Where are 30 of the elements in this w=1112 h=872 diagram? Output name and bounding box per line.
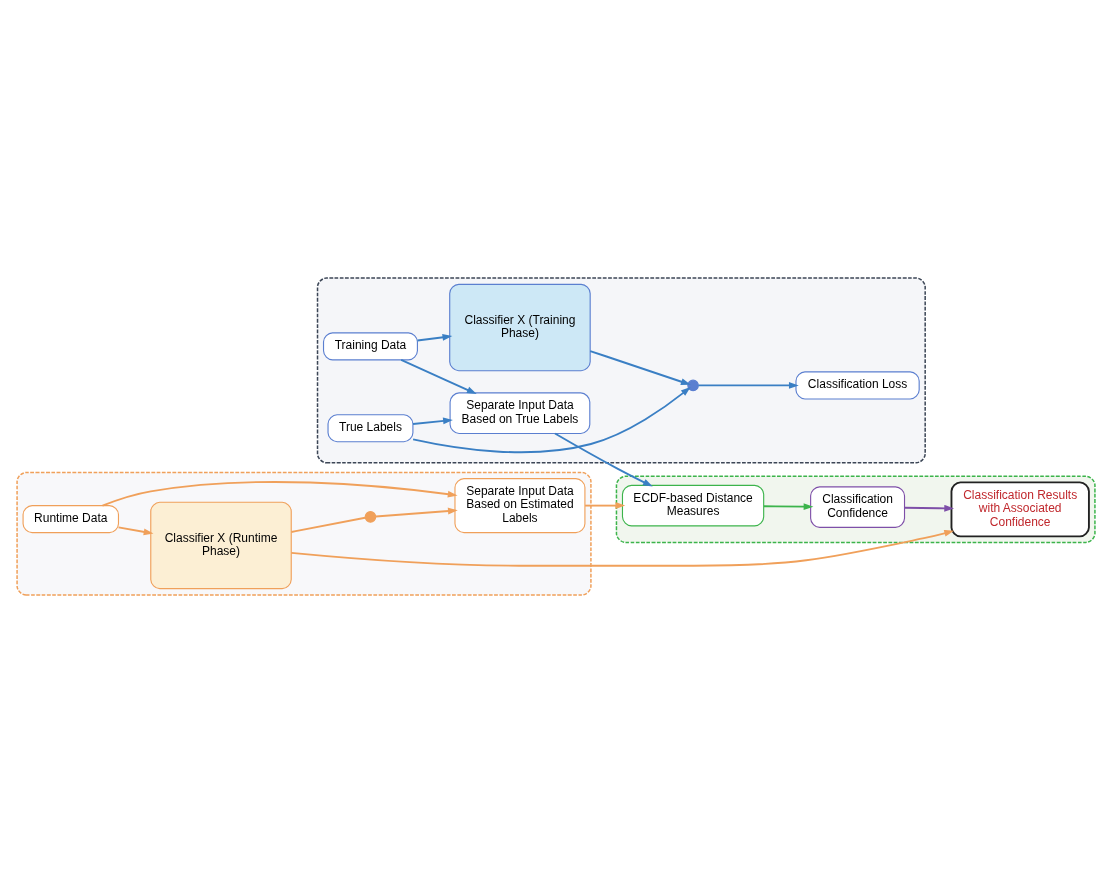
arrow (400, 358, 477, 394)
arrow (101, 480, 458, 506)
node-box: Separate Input Data Based on True Labels (449, 391, 591, 434)
arrow (762, 502, 814, 510)
node-circle (364, 510, 377, 523)
connector (290, 516, 367, 533)
node-box: Classification Confidence (810, 485, 906, 528)
node-box: Classifier X (Runtime Phase) (150, 501, 292, 589)
arrow (584, 501, 626, 509)
arrow (117, 526, 154, 535)
arrow (374, 507, 458, 517)
arrow (554, 432, 653, 487)
node-box: Classification Loss (795, 370, 920, 399)
node-box: Training Data (322, 331, 418, 360)
arrow (290, 529, 955, 567)
arrow (903, 504, 955, 512)
node-box: ECDF-based Distance Measures (621, 484, 765, 526)
node-circle (687, 379, 699, 391)
node-box: True Labels (327, 413, 414, 442)
node-box: Classification Results with Associated Confidence (950, 480, 1090, 537)
cluster (16, 471, 592, 596)
arrow (412, 386, 691, 453)
arrow (697, 381, 799, 389)
node-box: Separate Input Data Based on Estimated Labels (454, 477, 586, 533)
arrow (589, 349, 691, 385)
cluster (316, 276, 926, 464)
node-box: Classifier X (Training Phase) (449, 283, 591, 371)
node-box: Runtime Data (22, 504, 120, 533)
arrow (416, 333, 453, 341)
arrow (412, 417, 453, 425)
